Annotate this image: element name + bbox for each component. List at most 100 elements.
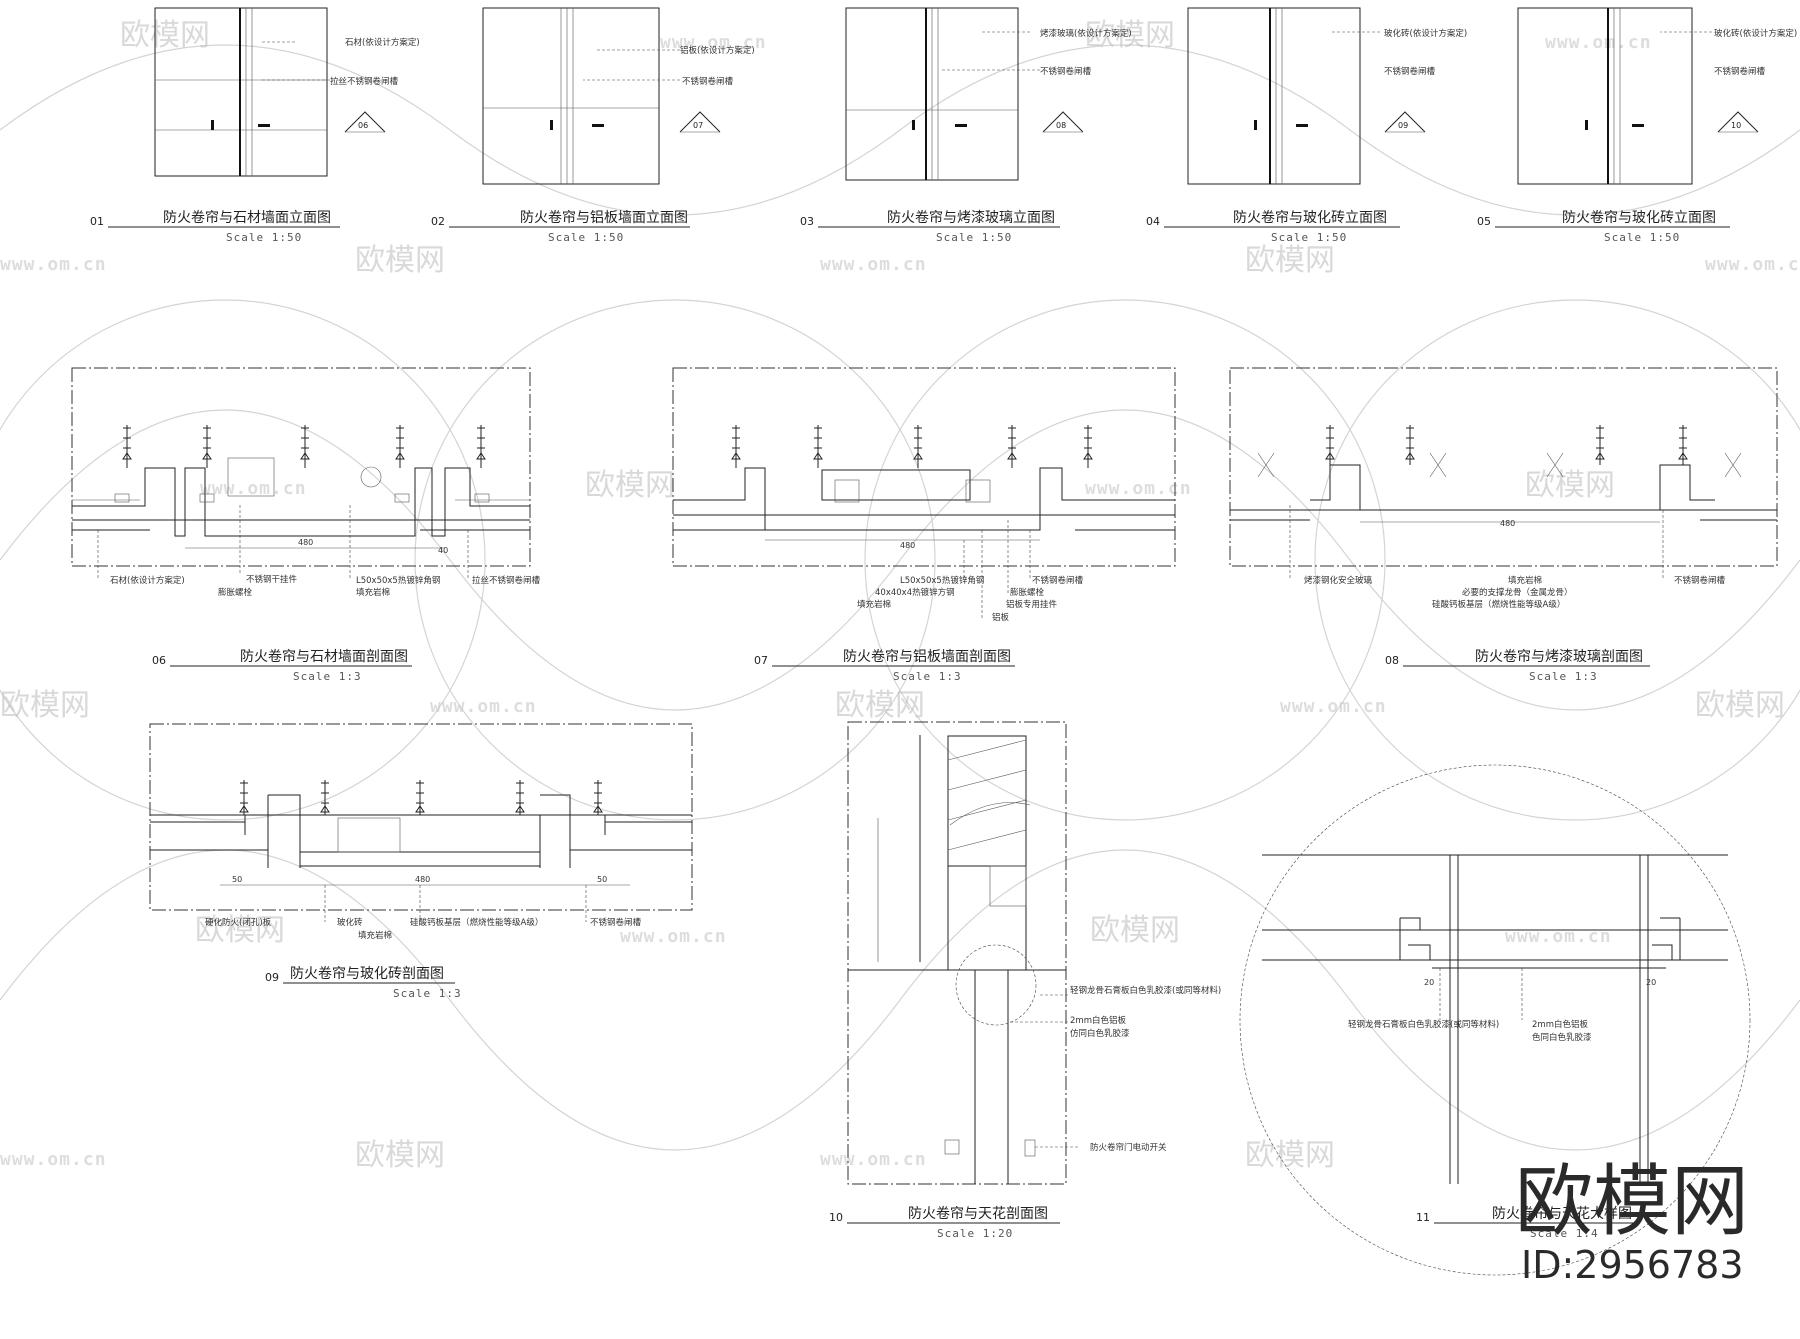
watermark-logo: 欧模网 xyxy=(1090,913,1180,948)
note-text: 不锈钢卷闸槽 xyxy=(1714,66,1766,77)
brand-id: ID:2956783 xyxy=(1521,1243,1744,1287)
watermark-url: www.om.cn xyxy=(820,254,927,275)
dimension-label: 480 xyxy=(1500,519,1515,528)
drawing-title: 防火卷帘与铝板墙面剖面图 xyxy=(843,649,1011,665)
note-text: 硅酸钙板基层（燃烧性能等级A级） xyxy=(1432,599,1565,610)
watermark-url: www.om.cn xyxy=(200,478,307,499)
watermark-url: www.om.cn xyxy=(1085,478,1192,499)
section-tag: 09 xyxy=(1398,121,1408,130)
drawing-scale: Scale 1:3 xyxy=(893,670,962,683)
watermark-url: www.om.cn xyxy=(1280,696,1387,717)
note-text: 烤漆玻璃(依设计方案定) xyxy=(1040,28,1132,39)
note-text: 膨胀螺栓 xyxy=(218,587,253,598)
drawing-scale: Scale 1:3 xyxy=(393,987,462,1000)
drawing-07-section: 480 L50x50x5热镀锌角钢 40x40x4热镀锌方钢 填充岩棉 铝板 膨… xyxy=(672,367,1176,683)
drawing-06-section: 480 40 石材(依设计方案定) 不锈钢干挂件 膨胀螺栓 L50x50x5热镀… xyxy=(71,367,541,683)
drawing-number: 02 xyxy=(431,215,445,228)
drawing-title: 防火卷帘与天花大样图 xyxy=(1492,1206,1632,1222)
note-text: 玻化砖 xyxy=(337,917,363,928)
note-text: 2mm白色铝板 xyxy=(1070,1015,1126,1026)
drawing-number: 11 xyxy=(1416,1211,1430,1224)
note-text: 硬化防火(闭孔)板 xyxy=(205,917,272,928)
watermark-logo: 欧模网 xyxy=(120,18,210,53)
note-text: 防火卷帘门电动开关 xyxy=(1090,1142,1167,1153)
watermark-urls: www.om.cn www.om.cn www.om.cn www.om.cn … xyxy=(0,32,1800,1170)
note-text: 不锈钢卷闸槽 xyxy=(682,76,734,87)
drawing-04-elevation: 玻化砖(依设计方案定) 不锈钢卷闸槽 09 04 防火卷帘与玻化砖立面图 Sca… xyxy=(1146,7,1467,244)
section-tag: 08 xyxy=(1056,121,1066,130)
watermark-url: www.om.cn xyxy=(1705,254,1800,275)
note-text: 轻钢龙骨石膏板白色乳胶漆(或同等材料) xyxy=(1070,985,1221,996)
dimension-label: 480 xyxy=(415,875,430,884)
watermark-logo: 欧模网 xyxy=(585,468,675,503)
dimension-label: 20 xyxy=(1646,978,1656,987)
note-text: 铝板 xyxy=(992,612,1010,623)
section-tag: 06 xyxy=(358,121,368,130)
anchor-bolts xyxy=(731,425,1093,468)
drawing-10-section: 轻钢龙骨石膏板白色乳胶漆(或同等材料) 2mm白色铝板 仿同白色乳胶漆 防火卷帘… xyxy=(829,721,1221,1240)
anchor-bolts xyxy=(1325,425,1688,465)
drawing-02-elevation: 铝板(依设计方案定) 不锈钢卷闸槽 07 02 防火卷帘与铝板墙面立面图 Sca… xyxy=(431,7,755,244)
watermark-url: www.om.cn xyxy=(430,696,537,717)
watermark-url: www.om.cn xyxy=(1505,926,1612,947)
drawing-scale: Scale 1:50 xyxy=(226,231,302,244)
drawing-scale: Scale 1:50 xyxy=(548,231,624,244)
watermark-logo: 欧模网 xyxy=(1085,18,1175,53)
dimension-label: 480 xyxy=(298,538,313,547)
note-text: L50x50x5热镀锌角钢 xyxy=(900,575,984,586)
note-text: 烤漆钢化安全玻璃 xyxy=(1304,575,1373,586)
drawing-title: 防火卷帘与石材墙面剖面图 xyxy=(240,649,408,665)
drawing-title: 防火卷帘与天花剖面图 xyxy=(908,1206,1048,1222)
note-text: 拉丝不锈钢卷闸槽 xyxy=(330,76,399,87)
note-text: 石材(依设计方案定) xyxy=(110,575,185,586)
drawing-title: 防火卷帘与玻化砖剖面图 xyxy=(290,966,444,982)
note-text: 硅酸钙板基层（燃烧性能等级A级） xyxy=(410,917,543,928)
brand-logo: 欧模网 xyxy=(1515,1157,1749,1247)
dimension-label: 40 xyxy=(438,546,448,555)
drawing-number: 05 xyxy=(1477,215,1491,228)
drawing-title: 防火卷帘与铝板墙面立面图 xyxy=(520,210,688,226)
watermark-url: www.om.cn xyxy=(0,254,107,275)
watermark-logo: 欧模网 xyxy=(1245,1138,1335,1173)
note-text: 仿同白色乳胶漆 xyxy=(1070,1028,1130,1039)
watermark-logo: 欧模网 xyxy=(0,688,90,723)
drawing-title: 防火卷帘与烤漆玻璃剖面图 xyxy=(1475,648,1643,665)
note-text: 填充岩棉 xyxy=(356,587,390,598)
note-text: 不锈钢卷闸槽 xyxy=(1674,575,1726,586)
drawing-scale: Scale 1:50 xyxy=(1271,231,1347,244)
watermark-logo: 欧模网 xyxy=(835,688,925,723)
drawing-number: 06 xyxy=(152,654,166,667)
watermark-url: www.om.cn xyxy=(1545,32,1652,53)
note-text: 不锈钢卷闸槽 xyxy=(1384,66,1436,77)
note-text: 拉丝不锈钢卷闸槽 xyxy=(472,575,541,586)
drawing-05-elevation: 玻化砖(依设计方案定) 不锈钢卷闸槽 10 05 防火卷帘与玻化砖立面图 Sca… xyxy=(1477,7,1797,244)
dimension-label: 20 xyxy=(1424,978,1434,987)
watermark-logo: 欧模网 xyxy=(1695,688,1785,723)
note-text: 玻化砖(依设计方案定) xyxy=(1714,28,1797,39)
watermark-logo: 欧模网 xyxy=(1245,243,1335,278)
watermark-url: www.om.cn xyxy=(820,1149,927,1170)
watermark-url: www.om.cn xyxy=(0,1149,107,1170)
dimension-label: 480 xyxy=(900,541,915,550)
dimension-label: 50 xyxy=(232,875,242,884)
dimension-label: 50 xyxy=(597,875,607,884)
note-text: L50x50x5热镀锌角钢 xyxy=(356,575,440,586)
drawing-title: 防火卷帘与石材墙面立面图 xyxy=(163,210,331,226)
note-text: 必要的支撑龙骨（金属龙骨） xyxy=(1462,587,1573,598)
drawing-number: 08 xyxy=(1385,654,1399,667)
brand-overlay: 欧模网 ID:2956783 xyxy=(1515,1157,1749,1287)
note-text: 填充岩棉 xyxy=(358,930,392,941)
drawing-09-section: 50 480 50 硬化防火(闭孔)板 玻化砖 硅酸钙板基层（燃烧性能等级A级）… xyxy=(149,723,693,1000)
note-text: 玻化砖(依设计方案定) xyxy=(1384,28,1467,39)
watermark-logo: 欧模网 xyxy=(355,1138,445,1173)
note-text: 不锈钢卷闸槽 xyxy=(590,917,642,928)
note-text: 2mm白色铝板 xyxy=(1532,1019,1588,1030)
drawing-scale: Scale 1:3 xyxy=(293,670,362,683)
drawing-number: 01 xyxy=(90,215,104,228)
note-text: 不锈钢卷闸槽 xyxy=(1040,66,1092,77)
drawing-01-elevation: 石材(依设计方案定) 拉丝不锈钢卷闸槽 06 01 防火卷帘与石材墙面立面图 S… xyxy=(90,7,420,244)
section-tag: 10 xyxy=(1731,121,1741,130)
drawing-number: 04 xyxy=(1146,215,1160,228)
drawing-number: 03 xyxy=(800,215,814,228)
